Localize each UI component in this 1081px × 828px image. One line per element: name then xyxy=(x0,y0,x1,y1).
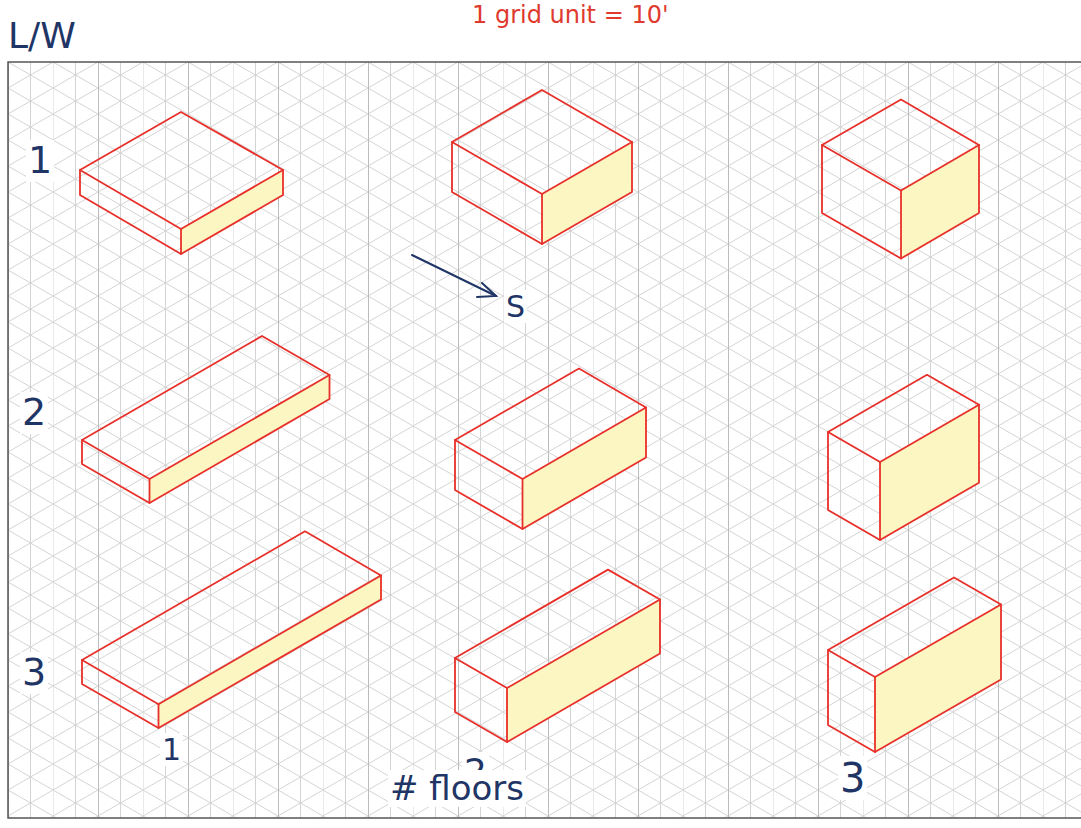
south-arrow xyxy=(412,255,496,297)
direction-label: S xyxy=(504,290,527,323)
building-mass xyxy=(452,90,632,244)
building-mass xyxy=(82,531,381,728)
sheet-frame xyxy=(8,62,1081,818)
row-number: 3 xyxy=(20,652,48,694)
building-mass xyxy=(82,336,330,503)
axis-title: # floors xyxy=(388,770,526,807)
building-mass xyxy=(828,375,979,540)
scale-note: 1 grid unit = 10' xyxy=(470,2,671,28)
building-mass xyxy=(455,570,660,742)
row-number: 1 xyxy=(26,140,54,182)
building-mass xyxy=(80,112,283,254)
isometric-grid xyxy=(8,62,1081,818)
axis-title: L/W xyxy=(6,16,78,56)
row-number: 2 xyxy=(20,392,48,434)
building-mass xyxy=(455,369,646,530)
building-mass xyxy=(822,100,979,259)
building-mass xyxy=(828,578,1001,753)
column-number: 3 xyxy=(838,756,867,800)
column-number: 1 xyxy=(160,733,183,766)
